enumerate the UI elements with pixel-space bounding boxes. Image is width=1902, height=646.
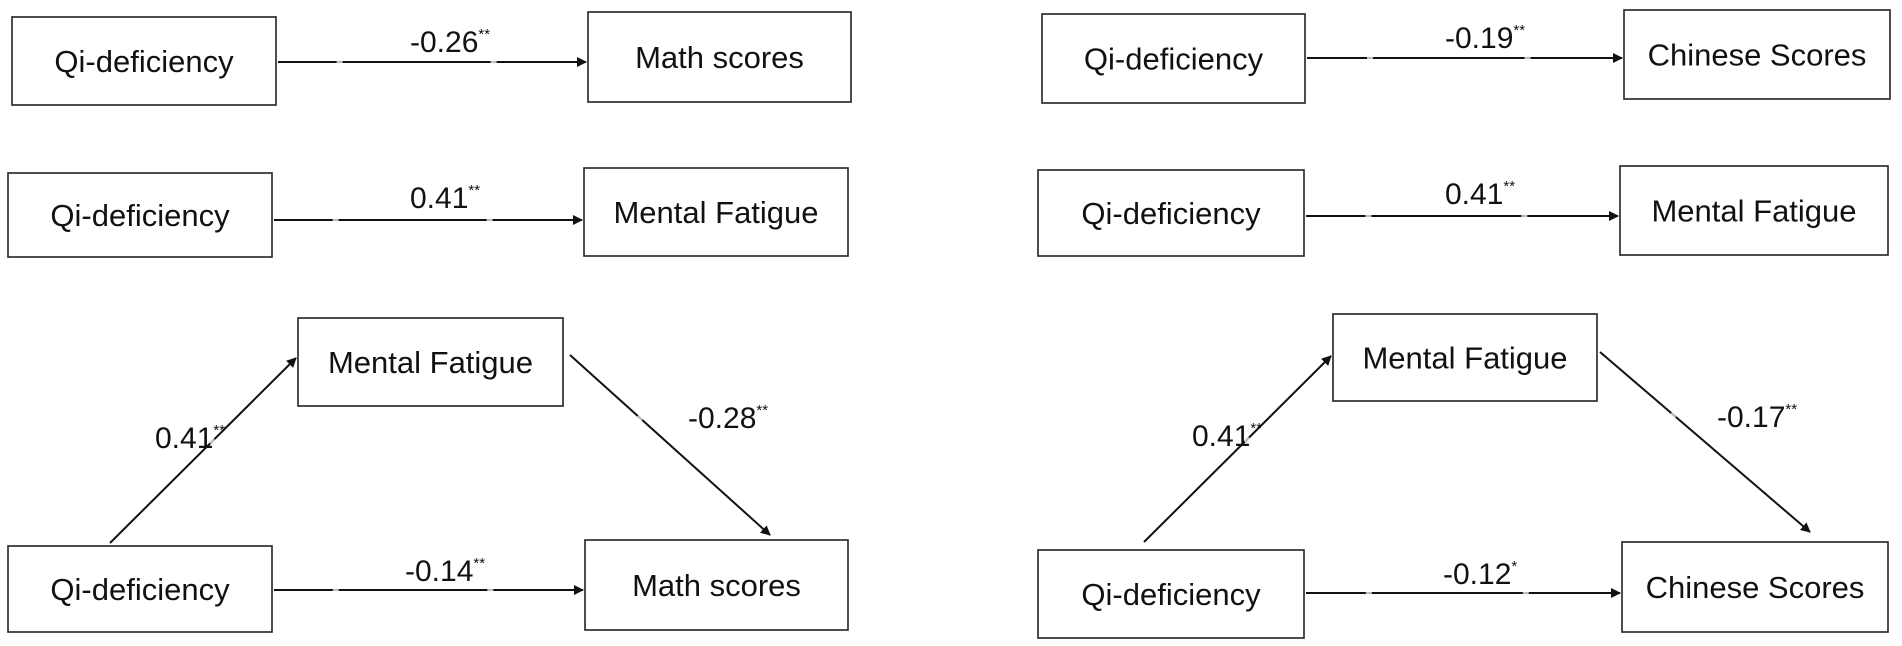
node-label: Chinese Scores [1648, 38, 1867, 73]
node-box [1619, 165, 1889, 256]
edge-R3_a: 0.41** [1143, 355, 1332, 543]
edge-L3_c: -0.14** [274, 555, 584, 595]
node-L1_math: Math scores [587, 11, 852, 103]
edge-R3_b: -0.17** [1599, 351, 1811, 533]
node-L2_qi: Qi-deficiency [7, 172, 273, 258]
node-label: Mental Fatigue [613, 195, 818, 230]
edge-arrow [1143, 355, 1332, 543]
edge-coefficient: -0.28** [688, 402, 768, 435]
node-R3_qi: Qi-deficiency [1037, 549, 1305, 639]
edge-arrow [569, 354, 771, 536]
significance-mark: ** [1250, 420, 1262, 437]
node-label: Qi-deficiency [50, 198, 230, 233]
node-label: Qi-deficiency [54, 44, 234, 79]
significance-mark: ** [473, 555, 485, 572]
edge-L1_e1: -0.26** [278, 26, 587, 67]
node-box [584, 539, 849, 631]
node-box [1041, 13, 1306, 104]
significance-mark: ** [213, 422, 225, 439]
node-L2_mf: Mental Fatigue [583, 167, 849, 257]
coef-value: -0.26 [410, 26, 478, 59]
edge-R3_c: -0.12* [1306, 558, 1621, 598]
edge-coefficient: 0.41** [410, 182, 480, 215]
edge-arrow [109, 357, 297, 544]
edge-L3_b: -0.28** [569, 354, 771, 536]
node-label: Math scores [632, 568, 801, 603]
edge-arrow [1599, 351, 1811, 533]
node-label: Mental Fatigue [1362, 341, 1567, 376]
edge-coefficient: -0.17** [1717, 401, 1797, 434]
node-label: Mental Fatigue [1651, 194, 1856, 229]
node-box [11, 16, 277, 106]
node-label: Chinese Scores [1646, 570, 1865, 605]
node-box [1037, 549, 1305, 639]
edge-L3_a: 0.41** [109, 357, 297, 544]
coef-value: 0.41 [410, 182, 468, 215]
node-box [297, 317, 564, 407]
significance-mark: ** [1513, 22, 1525, 39]
node-label: Qi-deficiency [1081, 196, 1261, 231]
node-R3_cn: Chinese Scores [1621, 541, 1889, 633]
node-R3_mf: Mental Fatigue [1332, 313, 1598, 402]
node-label: Qi-deficiency [1084, 42, 1264, 77]
edge-coefficient: 0.41** [1445, 178, 1515, 211]
significance-mark: ** [468, 182, 480, 199]
significance-mark: ** [1503, 178, 1515, 195]
coef-value: 0.41 [1445, 178, 1503, 211]
node-box [1332, 313, 1598, 402]
node-label: Mental Fatigue [328, 345, 533, 380]
edge-gap [1243, 436, 1250, 443]
node-box [7, 545, 273, 633]
node-R2_mf: Mental Fatigue [1619, 165, 1889, 256]
coef-value: -0.12 [1443, 558, 1511, 591]
edge-coefficient: -0.19** [1445, 22, 1525, 55]
edge-L2_e1: 0.41** [274, 182, 583, 225]
node-box [587, 11, 852, 103]
edge-gap [637, 415, 643, 421]
node-R1_cn: Chinese Scores [1623, 9, 1891, 100]
edge-coefficient: -0.12* [1443, 558, 1517, 591]
coef-value: 0.41 [1192, 420, 1250, 453]
coef-value: -0.17 [1717, 401, 1785, 434]
edge-coefficient: -0.14** [405, 555, 485, 588]
edge-gap [1670, 412, 1677, 418]
node-L3_mf: Mental Fatigue [297, 317, 564, 407]
node-L3_math: Math scores [584, 539, 849, 631]
node-label: Qi-deficiency [50, 572, 230, 607]
node-R1_qi: Qi-deficiency [1041, 13, 1306, 104]
significance-mark: ** [1785, 401, 1797, 418]
node-label: Math scores [635, 40, 804, 75]
node-box [1621, 541, 1889, 633]
edge-coefficient: 0.41** [1192, 420, 1262, 453]
coef-value: -0.28 [688, 402, 756, 435]
node-box [1623, 9, 1891, 100]
edge-R1_e1: -0.19** [1307, 22, 1623, 63]
node-L1_qi: Qi-deficiency [11, 16, 277, 106]
node-R2_qi: Qi-deficiency [1037, 169, 1305, 257]
edge-coefficient: 0.41** [155, 422, 225, 455]
edge-coefficient: -0.26** [410, 26, 490, 59]
significance-mark: ** [756, 402, 768, 419]
edge-gap [209, 438, 216, 445]
significance-mark: * [1511, 558, 1517, 575]
coef-value: -0.14 [405, 555, 473, 588]
node-label: Qi-deficiency [1081, 577, 1261, 612]
coef-value: 0.41 [155, 422, 213, 455]
node-box [583, 167, 849, 257]
coef-value: -0.19 [1445, 22, 1513, 55]
node-box [7, 172, 273, 258]
node-box [1037, 169, 1305, 257]
edges-layer: -0.26**0.41**0.41**-0.28**-0.14**-0.19**… [109, 22, 1811, 598]
significance-mark: ** [478, 26, 490, 43]
edge-R2_e1: 0.41** [1306, 178, 1619, 221]
node-L3_qi: Qi-deficiency [7, 545, 273, 633]
